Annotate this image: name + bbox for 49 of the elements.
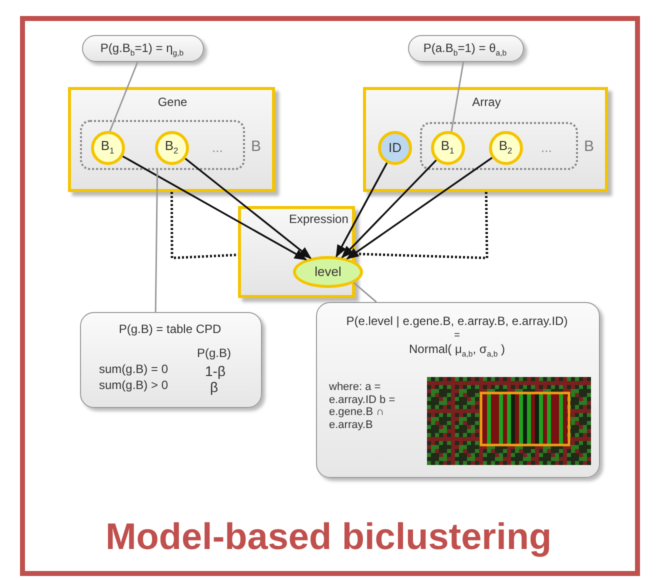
leader-line — [154, 170, 158, 312]
formula-text: where: a = e.array.ID b = e.gene.B ∩ e.array.B — [329, 381, 396, 432]
heading-text: P(g.B) = table CPD — [118, 323, 222, 337]
class-box — [68, 87, 275, 192]
heading-text: Gene — [156, 96, 188, 110]
formula-text: 1-β — [205, 363, 226, 380]
attribute-node — [154, 130, 188, 164]
heading-text: P(g.B$_{b}$=1) = η$_{g,b}$ — [99, 42, 185, 58]
attribute-node — [430, 130, 464, 164]
ellipsis-text: ... — [541, 141, 552, 156]
node-label: ID — [388, 140, 402, 156]
leader-line — [353, 282, 377, 303]
formula-text: Normal( μ$_{a,b}$, σ$_{a,b}$ ) — [408, 343, 506, 360]
plate-label: B — [584, 138, 594, 156]
arrow — [122, 156, 308, 260]
callout-bubble — [316, 302, 600, 478]
heading-text: P(a.B$_{b}$=1) = θ$_{a,b}$ — [422, 42, 508, 58]
node-label: B$_{2}$ — [164, 138, 178, 156]
heading-text: P(e.level | e.gene.B, e.array.B, e.array.ID) — [345, 315, 569, 329]
class-box — [363, 87, 608, 192]
node-label: B$_{1}$ — [100, 138, 114, 156]
slide-title: Model-based biclustering — [104, 516, 553, 558]
callout-bubble — [408, 35, 524, 62]
formula-text: = — [453, 330, 461, 342]
arrow — [346, 156, 493, 260]
node-label: B$_{2}$ — [498, 138, 512, 156]
arrow — [341, 160, 437, 258]
attribute-ellipse — [293, 256, 363, 288]
attribute-node — [378, 131, 412, 165]
heading-text: Array — [471, 96, 502, 110]
arrow — [336, 162, 388, 258]
leader-line — [109, 62, 138, 132]
heading-text: Expression — [289, 213, 348, 227]
formula-text: sum(g.B) = 0 — [99, 363, 168, 377]
node-label: level — [314, 264, 342, 280]
attribute-node — [90, 130, 124, 164]
leader-line — [450, 62, 464, 132]
callout-bubble — [80, 312, 262, 408]
dotted-connector — [170, 192, 238, 260]
callout-bubble — [82, 35, 204, 62]
plate-label: B — [251, 138, 262, 156]
attribute-node — [488, 130, 522, 164]
formula-text: sum(g.B) > 0 — [99, 379, 168, 393]
ellipsis-text: ... — [212, 141, 223, 156]
dotted-connector — [354, 192, 488, 260]
formula-text: β — [210, 379, 218, 396]
arrow — [184, 158, 312, 259]
node-label: B$_{1}$ — [440, 138, 454, 156]
formula-text: P(g.B) — [197, 347, 232, 361]
